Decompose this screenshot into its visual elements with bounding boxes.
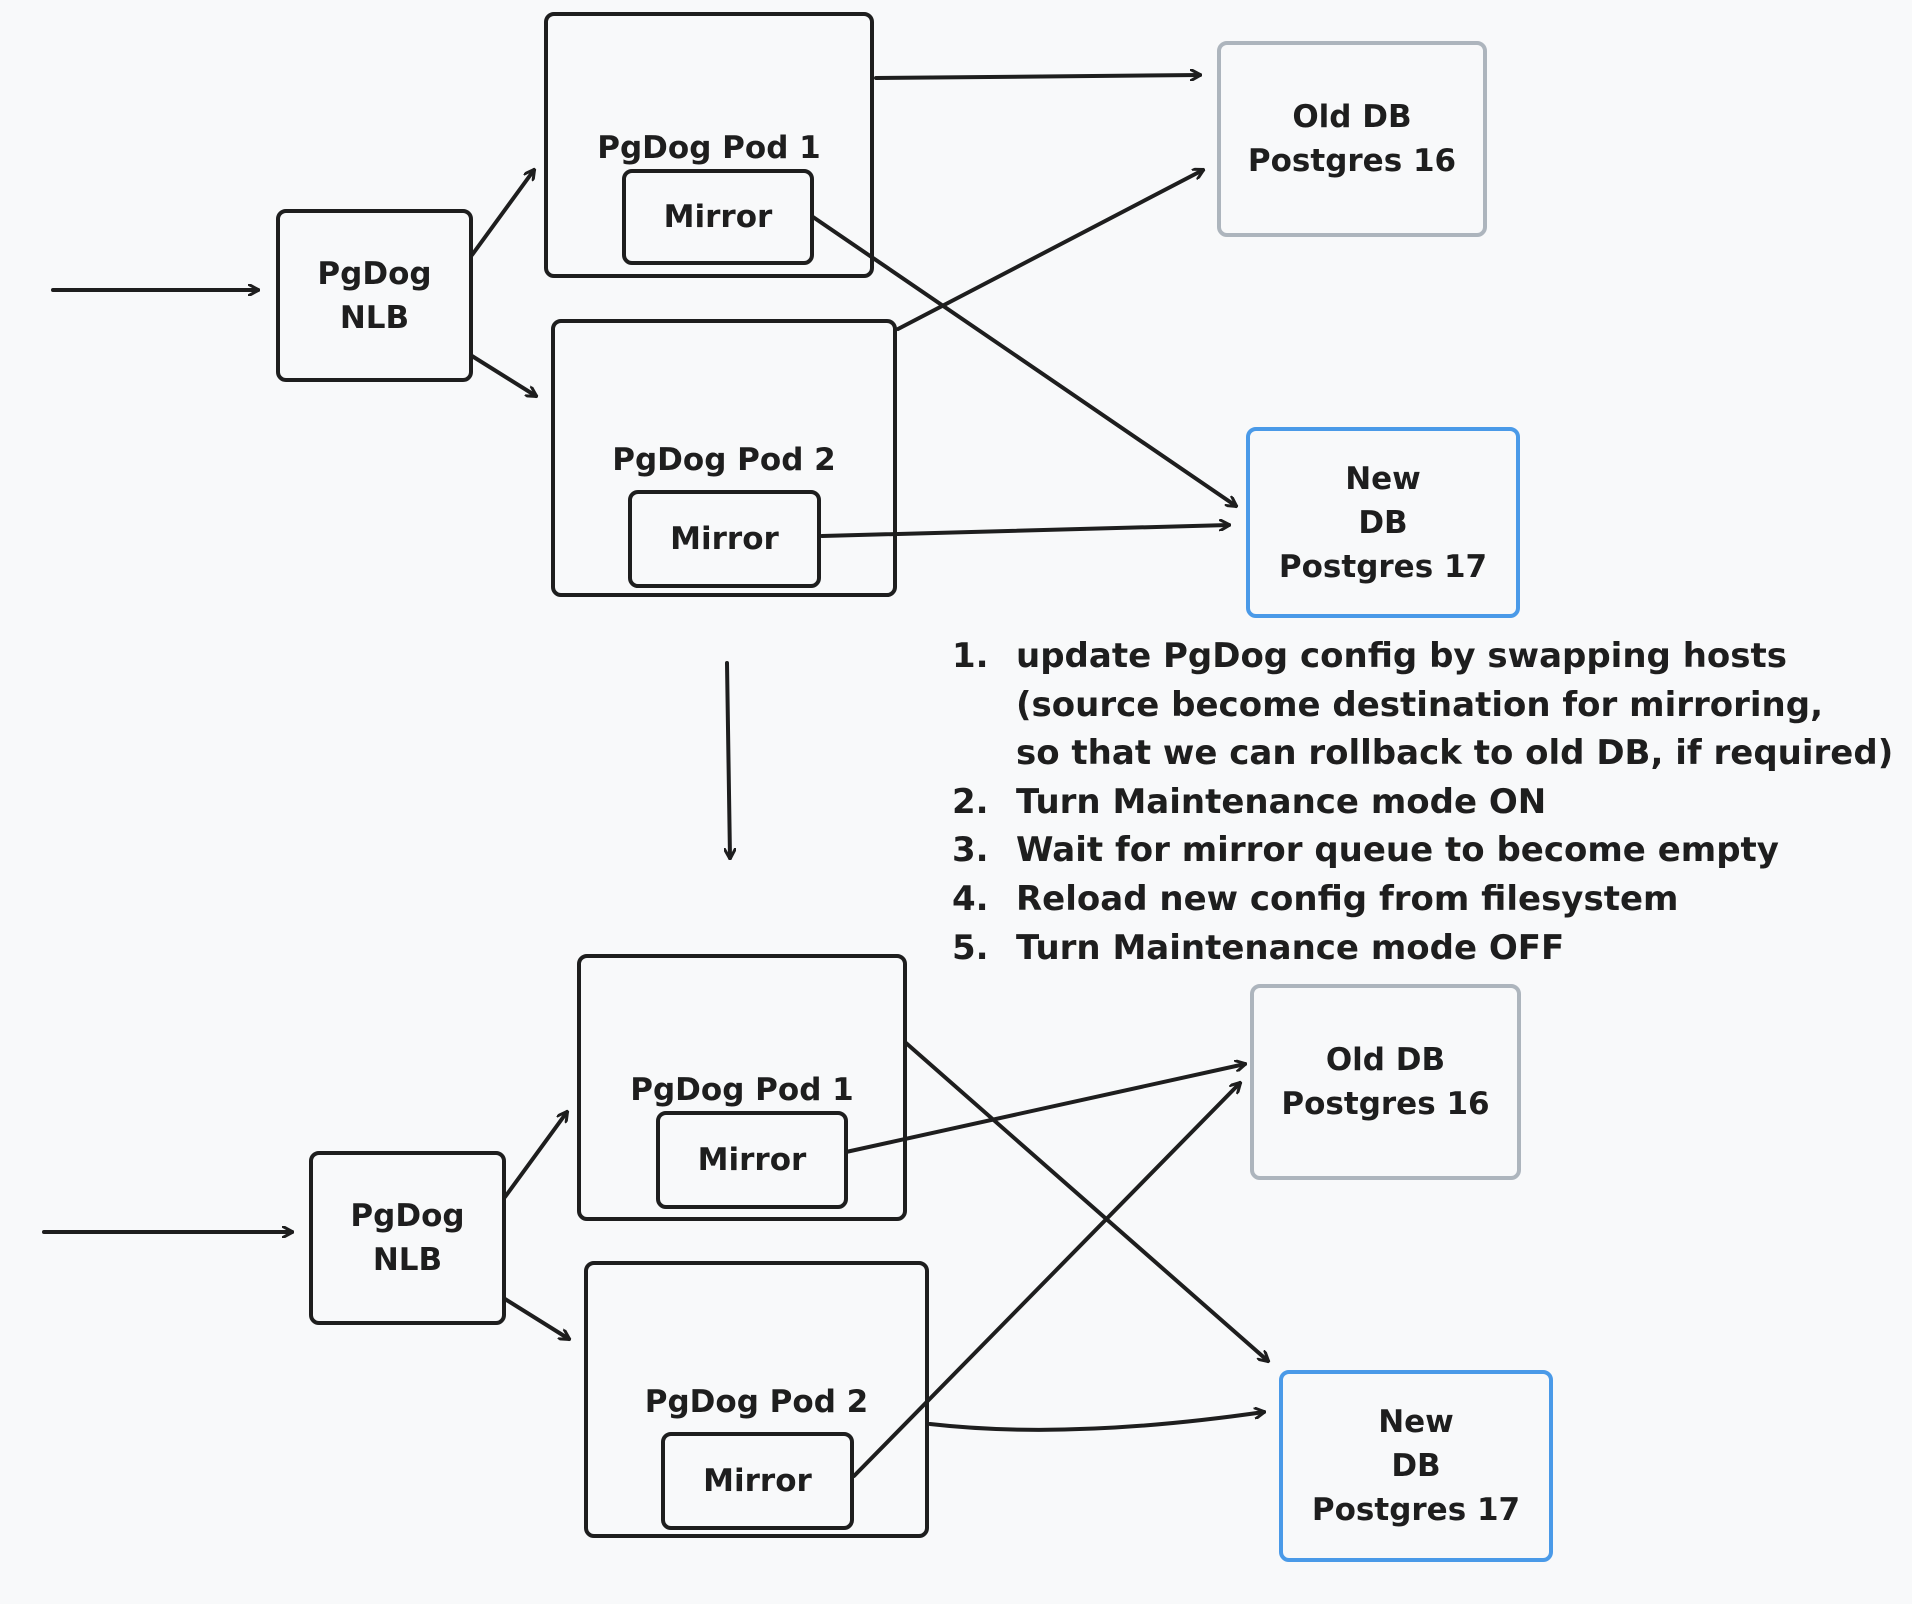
arrow-pod2-mirror-to-new-db-top [820, 525, 1229, 538]
arrow-transition-down [727, 661, 730, 858]
pod2-label: PgDog Pod 2 [644, 1384, 869, 1420]
pod1-box-top: PgDog Pod 1 [544, 12, 874, 278]
pod1-box-bottom: PgDog Pod 1 [577, 954, 907, 1221]
arrow-pod2-to-new-db-bottom [928, 1412, 1264, 1432]
step-item: 4. Reload new config from filesystem [952, 875, 1893, 924]
step-text: Wait for mirror queue to become empty [1016, 830, 1779, 871]
pod2-label: PgDog Pod 2 [612, 442, 836, 478]
pod1-label: PgDog Pod 1 [597, 130, 821, 166]
arrow-pod2-mirror-to-old-db-bottom [852, 1083, 1240, 1478]
step-item: 2. Turn Maintenance mode ON [952, 778, 1893, 827]
mirror-label: Mirror [703, 1463, 812, 1499]
new-db-box-bottom: New DB Postgres 17 [1279, 1370, 1553, 1562]
nlb-label: PgDog NLB [317, 255, 432, 336]
nlb-box-bottom: PgDog NLB [309, 1151, 506, 1325]
arrow-pod1-to-old-db-top [874, 75, 1200, 78]
arrow-nlb-to-pod1-bottom [503, 1112, 567, 1199]
step-number: 3. [952, 830, 989, 871]
pod2-mirror-box-bottom: Mirror [661, 1432, 854, 1530]
old-db-box-top: Old DB Postgres 16 [1217, 41, 1487, 237]
arrow-nlb-to-pod2-top [470, 354, 536, 396]
step-text: update PgDog config by swapping hosts (s… [1016, 636, 1894, 774]
step-text: Reload new config from filesystem [1016, 878, 1679, 919]
arrow-nlb-to-pod2-bottom [503, 1297, 569, 1339]
step-item: 5. Turn Maintenance mode OFF [952, 924, 1893, 973]
step-text: Turn Maintenance mode OFF [1016, 927, 1565, 968]
mirror-label: Mirror [697, 1142, 807, 1178]
old-db-box-bottom: Old DB Postgres 16 [1250, 984, 1521, 1180]
arrow-pod1-to-new-db-bottom [904, 1041, 1268, 1361]
new-db-box-top: New DB Postgres 17 [1246, 427, 1520, 618]
arrow-pod1-mirror-to-new-db-top [811, 215, 1236, 506]
step-number: 5. [952, 927, 989, 968]
steps-list: 1. update PgDog config by swapping hosts … [952, 632, 1893, 972]
nlb-box-top: PgDog NLB [276, 209, 473, 382]
arrow-pod2-to-old-db-top [896, 170, 1203, 331]
nlb-label: PgDog NLB [350, 1198, 465, 1278]
step-number: 4. [952, 878, 989, 919]
pod2-box-bottom: PgDog Pod 2 [584, 1261, 929, 1538]
pod1-mirror-box-top: Mirror [622, 169, 814, 265]
step-item: 1. update PgDog config by swapping hosts … [952, 632, 1893, 778]
step-number: 2. [952, 781, 989, 822]
pod2-mirror-box-top: Mirror [628, 490, 821, 588]
new-db-label: New DB Postgres 17 [1311, 1404, 1521, 1528]
old-db-label: Old DB Postgres 16 [1247, 99, 1457, 179]
arrow-pod1-mirror-to-old-db-bottom [844, 1064, 1245, 1154]
mirror-label: Mirror [670, 521, 779, 557]
mirror-label: Mirror [663, 199, 773, 235]
pod1-mirror-box-bottom: Mirror [656, 1111, 848, 1209]
old-db-label: Old DB Postgres 16 [1281, 1042, 1490, 1122]
new-db-label: New DB Postgres 17 [1278, 460, 1488, 585]
arrow-nlb-to-pod1-top [470, 170, 534, 257]
pod2-box-top: PgDog Pod 2 [551, 319, 897, 597]
step-text: Turn Maintenance mode ON [1016, 781, 1547, 822]
step-number: 1. [952, 636, 989, 676]
step-item: 3. Wait for mirror queue to become empty [952, 826, 1893, 875]
pod1-label: PgDog Pod 1 [630, 1072, 854, 1108]
